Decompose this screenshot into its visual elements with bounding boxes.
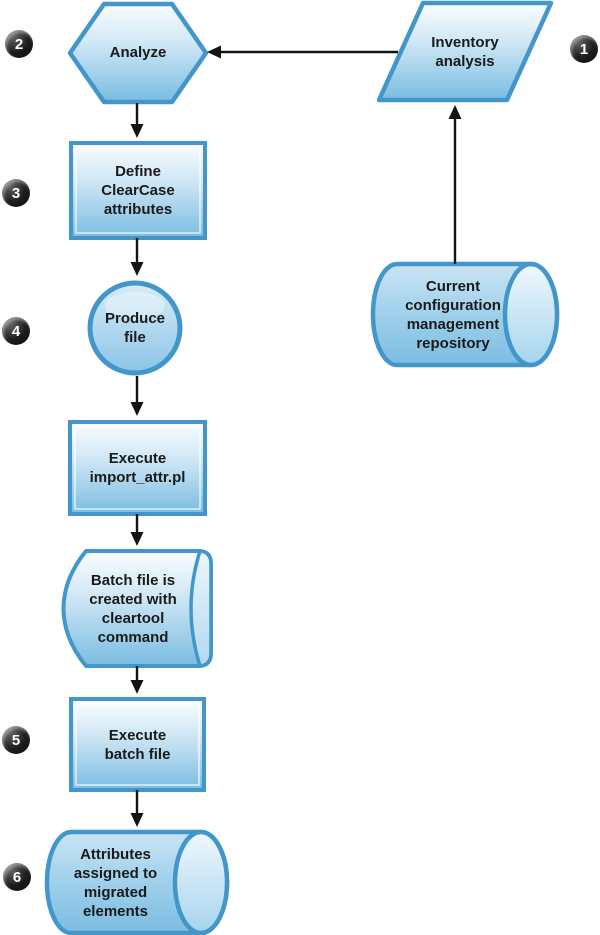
analyze-hexagon bbox=[67, 1, 209, 105]
arrow-produce-to-execute-import bbox=[130, 376, 144, 416]
arrow-execute-batch-to-attributes bbox=[130, 790, 144, 827]
step-badge-4: 4 bbox=[2, 317, 30, 345]
produce-file-circle bbox=[87, 280, 183, 376]
arrow-execute-import-to-batch bbox=[130, 514, 144, 546]
batch-file-stored-data-shape bbox=[61, 549, 213, 668]
batch-file-stored-data-curl bbox=[189, 549, 213, 668]
step-badge-3: 3 bbox=[2, 179, 30, 207]
step-badge-2: 2 bbox=[5, 30, 33, 58]
execute-batch-file-rect-highlight bbox=[75, 703, 200, 786]
step-badge-1: 1 bbox=[570, 35, 598, 63]
current-repository-cylinder-cap bbox=[502, 261, 560, 368]
arrow-batch-to-execute-batch bbox=[130, 666, 144, 694]
define-attributes-rect bbox=[69, 141, 207, 240]
execute-batch-file-rect bbox=[69, 697, 206, 792]
arrow-repository-to-inventory bbox=[448, 105, 462, 264]
arrow-define-to-produce bbox=[130, 238, 144, 276]
attributes-assigned-cylinder-cap bbox=[172, 829, 230, 935]
execute-import-attr-rect bbox=[68, 420, 207, 516]
arrow-inventory-to-analyze bbox=[207, 45, 398, 59]
execute-import-attr-rect-highlight bbox=[74, 426, 201, 510]
step-badge-5: 5 bbox=[2, 726, 30, 754]
produce-file-gloss bbox=[105, 292, 165, 320]
define-attributes-rect-highlight bbox=[75, 147, 201, 234]
step-badge-6: 6 bbox=[3, 863, 31, 891]
arrow-analyze-to-define bbox=[130, 103, 144, 138]
inventory-analysis-parallelogram bbox=[376, 0, 554, 103]
